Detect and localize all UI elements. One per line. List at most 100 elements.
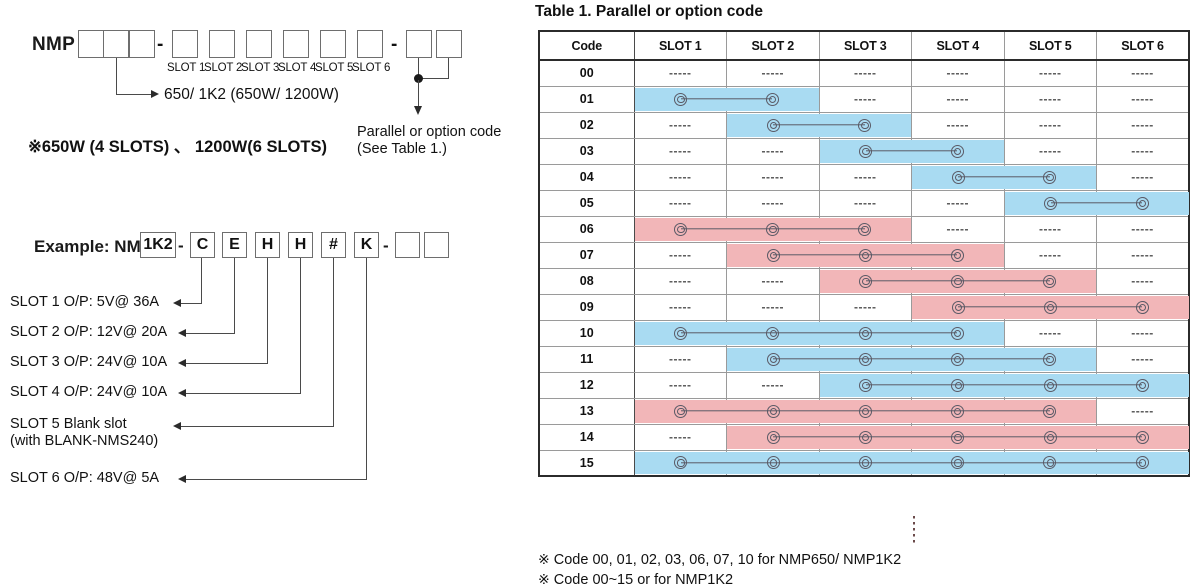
example-label: Example: NMP	[34, 237, 153, 256]
slot-cell-2: -----	[726, 137, 820, 165]
slot-cell-4	[911, 267, 1005, 295]
slot-description-5-line1: SLOT 5 Blank slot	[10, 416, 127, 432]
connector-node-icon	[859, 378, 873, 392]
connector-overlay	[634, 217, 911, 242]
series-leader-vertical	[116, 58, 118, 95]
example-leader-v-3	[267, 258, 269, 364]
slot-cell-6: -----	[1096, 111, 1190, 139]
example-leader-arrow-2-icon	[178, 329, 186, 337]
slot-cell-3: -----	[818, 293, 912, 321]
part-number-dash-1: -	[157, 34, 164, 55]
example-series-box[interactable]: 1K2	[140, 232, 176, 258]
connector-overlay	[1004, 191, 1189, 216]
slot-description-3: SLOT 3 O/P: 24V@ 10A	[10, 354, 168, 370]
slot-tick-6: SLOT 6	[352, 62, 391, 74]
slot-cell-5	[1003, 449, 1097, 477]
slot-cell-5	[1003, 345, 1097, 373]
empty-marker: -----	[1039, 248, 1062, 262]
column-header-slot-3: SLOT 3	[818, 30, 912, 61]
slot-box-5[interactable]	[320, 30, 346, 58]
slot-cell-1	[633, 449, 1189, 477]
connector-overlay	[634, 399, 1096, 424]
connector-node-icon	[859, 274, 873, 288]
empty-marker: -----	[669, 170, 692, 184]
example-option-box-1[interactable]	[395, 232, 420, 258]
series-box-1[interactable]	[78, 30, 104, 58]
slot-cell-6	[1096, 189, 1190, 217]
slot-cell-6: -----	[1096, 215, 1190, 243]
slot-cell-2: -----	[726, 189, 820, 217]
parallel-option-code-table: Code SLOT 1 SLOT 2 SLOT 3 SLOT 4 SLOT 5 …	[538, 30, 1190, 477]
table-row: 06---------------	[538, 215, 1190, 243]
part-number-diagram: NMP - - SLOT 1 SLOT 2 SLOT 3 SLOT 4 SLOT…	[0, 0, 530, 225]
option-annotation: Parallel or option code (See Table 1.)	[357, 124, 501, 158]
slot-box-2[interactable]	[209, 30, 235, 58]
connector-node-icon	[951, 170, 965, 184]
slot-cell-4	[911, 397, 1005, 425]
slot-cell-5: -----	[1003, 111, 1097, 139]
slot-cell-5	[1003, 397, 1097, 425]
slot-cell-5: -----	[1003, 59, 1097, 87]
slot-cell-6	[1096, 293, 1190, 321]
slot-box-3[interactable]	[246, 30, 272, 58]
option-box-1[interactable]	[406, 30, 432, 58]
slot-box-4[interactable]	[283, 30, 309, 58]
example-slot-box-6[interactable]: K	[354, 232, 379, 258]
slot-cell-5	[1003, 267, 1097, 295]
slot-cell-2	[726, 85, 820, 113]
example-slot-box-2[interactable]: E	[222, 232, 247, 258]
option-junction-dot-icon	[414, 73, 423, 83]
example-slot-box-4[interactable]: H	[288, 232, 313, 258]
slot-cell-4: -----	[911, 215, 1005, 243]
table-row: 00------------------------------	[538, 59, 1190, 87]
left-panel: NMP - - SLOT 1 SLOT 2 SLOT 3 SLOT 4 SLOT…	[0, 0, 530, 588]
example-slot-box-1[interactable]: C	[190, 232, 215, 258]
connector-overlay	[819, 269, 1096, 294]
slot-description-5: SLOT 5 Blank slot (with BLANK-NMS240)	[10, 416, 158, 450]
slot-cell-6: -----	[1096, 137, 1190, 165]
connector-overlay	[727, 113, 911, 138]
example-slot-box-3[interactable]: H	[255, 232, 280, 258]
slot-cell-5	[1003, 189, 1189, 217]
slot-cell-3	[818, 111, 912, 139]
slot-cell-3	[818, 241, 912, 269]
series-box-3[interactable]	[128, 30, 155, 58]
empty-marker: -----	[761, 274, 784, 288]
table-row: 03--------------------	[538, 137, 1190, 165]
empty-marker: -----	[1039, 222, 1062, 236]
example-leader-arrow-4-icon	[178, 389, 186, 397]
slot-cell-2	[726, 345, 1096, 373]
slot-box-1[interactable]	[172, 30, 198, 58]
slot-cell-4	[911, 345, 1005, 373]
table-row: 01--------------------	[538, 85, 1190, 113]
empty-marker: -----	[854, 300, 877, 314]
slot-cell-3	[818, 423, 912, 451]
example-option-box-2[interactable]	[424, 232, 449, 258]
footnote-1: ※ Code 00, 01, 02, 03, 06, 07, 10 for NM…	[538, 551, 901, 568]
slot-box-6[interactable]	[357, 30, 383, 58]
slot-cell-5: -----	[1003, 215, 1097, 243]
empty-marker: -----	[761, 66, 784, 81]
slot-cell-3	[818, 319, 912, 347]
column-header-slot-5: SLOT 5	[1003, 30, 1097, 61]
slot-cell-3: -----	[818, 59, 912, 87]
footnote-2-mark: ※	[538, 571, 550, 587]
empty-marker: -----	[669, 274, 692, 288]
slot-cell-2: -----	[726, 293, 820, 321]
slot-cell-6: -----	[1096, 59, 1190, 87]
slot-cell-1: -----	[633, 163, 727, 191]
empty-marker: -----	[854, 66, 877, 81]
series-leader-arrow-icon	[151, 90, 159, 98]
example-leader-v-5	[333, 258, 335, 427]
slot-tick-3: SLOT 3	[241, 62, 280, 74]
connector-overlay	[819, 373, 1189, 398]
row-code-cell: 10	[538, 319, 635, 347]
wattage-note: ※650W (4 SLOTS) 、 1200W(6 SLOTS)	[28, 138, 327, 156]
series-box-2[interactable]	[103, 30, 130, 58]
connector-node-icon	[1044, 196, 1058, 210]
option-box-2[interactable]	[436, 30, 462, 58]
slot-cell-3: -----	[818, 85, 912, 113]
example-slot-box-5[interactable]: #	[321, 232, 346, 258]
example-leader-h-5	[180, 426, 334, 428]
table-row: 08---------------	[538, 267, 1190, 295]
